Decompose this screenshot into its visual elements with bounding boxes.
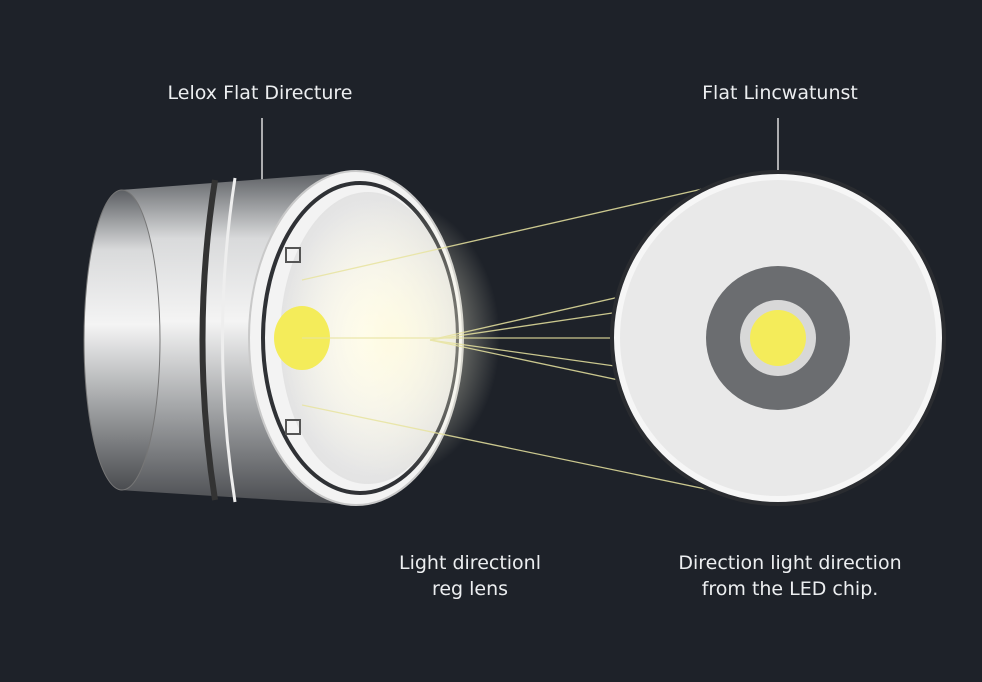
left-title: Lelox Flat Directure	[167, 82, 353, 104]
left-caption-line2: reg lens	[431, 578, 509, 600]
right-caption-line2: from the LED chip.	[701, 578, 879, 600]
right-caption-line1: Direction light direction	[678, 552, 902, 574]
led-chip-front-icon	[750, 310, 806, 366]
right-title: Flat Lincwatunst	[702, 82, 858, 104]
flat-lens-front-view	[610, 170, 946, 506]
left-caption: Light directionl reg lens	[340, 550, 600, 602]
right-caption: Direction light direction from the LED c…	[640, 550, 940, 602]
left-caption-line1: Light directionl	[399, 552, 541, 574]
